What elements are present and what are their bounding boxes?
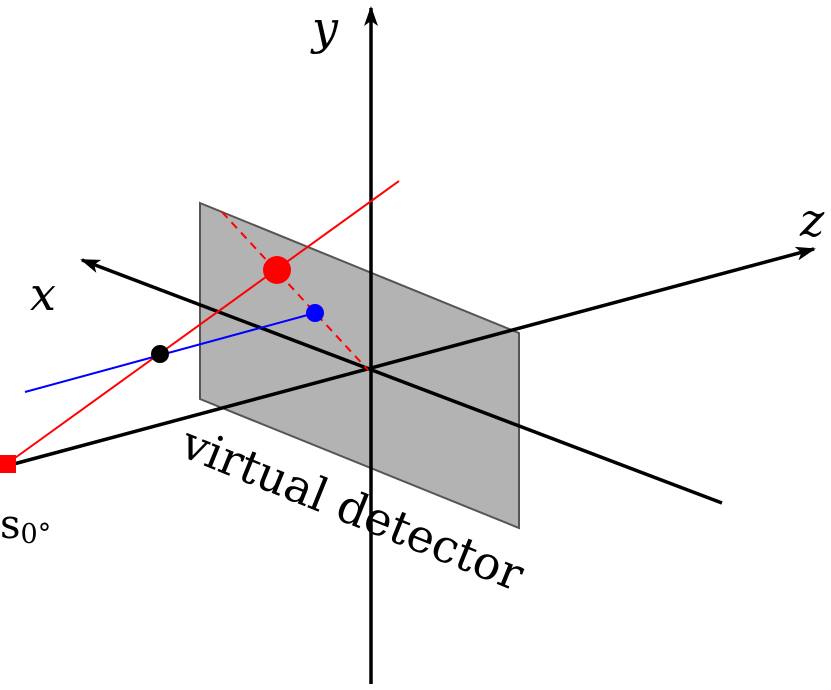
red-ray xyxy=(7,180,400,464)
x-axis-label: x xyxy=(30,267,56,321)
red-dashed-projection-line xyxy=(221,211,369,371)
source-marker xyxy=(0,455,16,473)
y-axis-label: y xyxy=(310,1,339,55)
x-axis xyxy=(80,258,723,505)
blue-ray xyxy=(24,312,316,393)
black-point xyxy=(151,345,169,363)
source-label-subscript: 0° xyxy=(21,519,52,550)
source-label: s0° xyxy=(0,502,51,550)
blue-point xyxy=(306,304,324,322)
z-axis xyxy=(9,246,816,467)
red-point xyxy=(263,256,291,284)
source-label-main: s xyxy=(0,502,21,548)
z-axis-label: z xyxy=(799,193,825,247)
